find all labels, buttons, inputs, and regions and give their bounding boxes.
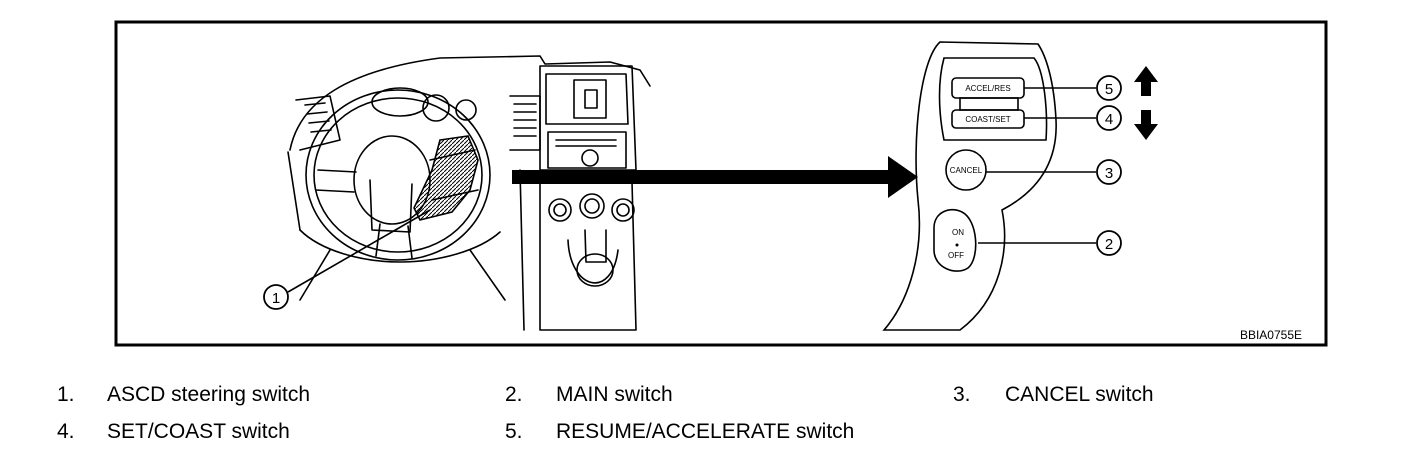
callout-5: 5 (1096, 75, 1122, 101)
legend-number: 4. (57, 420, 75, 443)
leader-lines-right (978, 87, 1096, 244)
pointer-arrow (512, 156, 918, 198)
legend-number: 3. (953, 383, 971, 406)
callout-2-number: 2 (1105, 236, 1113, 253)
on-label: ON (952, 228, 964, 237)
callout-1-number: 1 (272, 290, 280, 307)
leader-line-1 (287, 209, 431, 293)
legend-text: SET/COAST switch (107, 420, 290, 443)
on-off-dot (955, 243, 959, 247)
cancel-button-label: CANCEL (950, 166, 983, 175)
up-arrow-icon (1134, 66, 1158, 96)
legend-text: ASCD steering switch (107, 383, 311, 406)
legend-text: MAIN switch (556, 383, 673, 406)
callout-5-number: 5 (1105, 81, 1113, 98)
off-label: OFF (948, 251, 964, 260)
switch-panel (882, 41, 1057, 331)
accel-res-label: ACCEL/RES (965, 84, 1010, 93)
down-arrow-icon (1134, 110, 1158, 140)
callout-3: 3 (1096, 159, 1122, 185)
coast-set-label: COAST/SET (965, 115, 1010, 124)
legend-number: 5. (505, 420, 523, 443)
switch-panel-text: ACCEL/RES COAST/SET CANCEL ON OFF (948, 84, 1011, 260)
legend-text: CANCEL switch (1005, 383, 1154, 406)
legend-text: RESUME/ACCELERATE switch (556, 420, 855, 443)
legend-number: 2. (505, 383, 523, 406)
legend-number: 1. (57, 383, 75, 406)
callout-2: 2 (1096, 230, 1122, 256)
ascd-switch-highlight (413, 135, 479, 221)
figure-code: BBIA0755E (1240, 328, 1302, 342)
callout-4: 4 (1096, 105, 1122, 131)
callout-4-number: 4 (1105, 111, 1113, 128)
callout-1: 1 (263, 284, 289, 310)
callout-3-number: 3 (1105, 165, 1113, 182)
